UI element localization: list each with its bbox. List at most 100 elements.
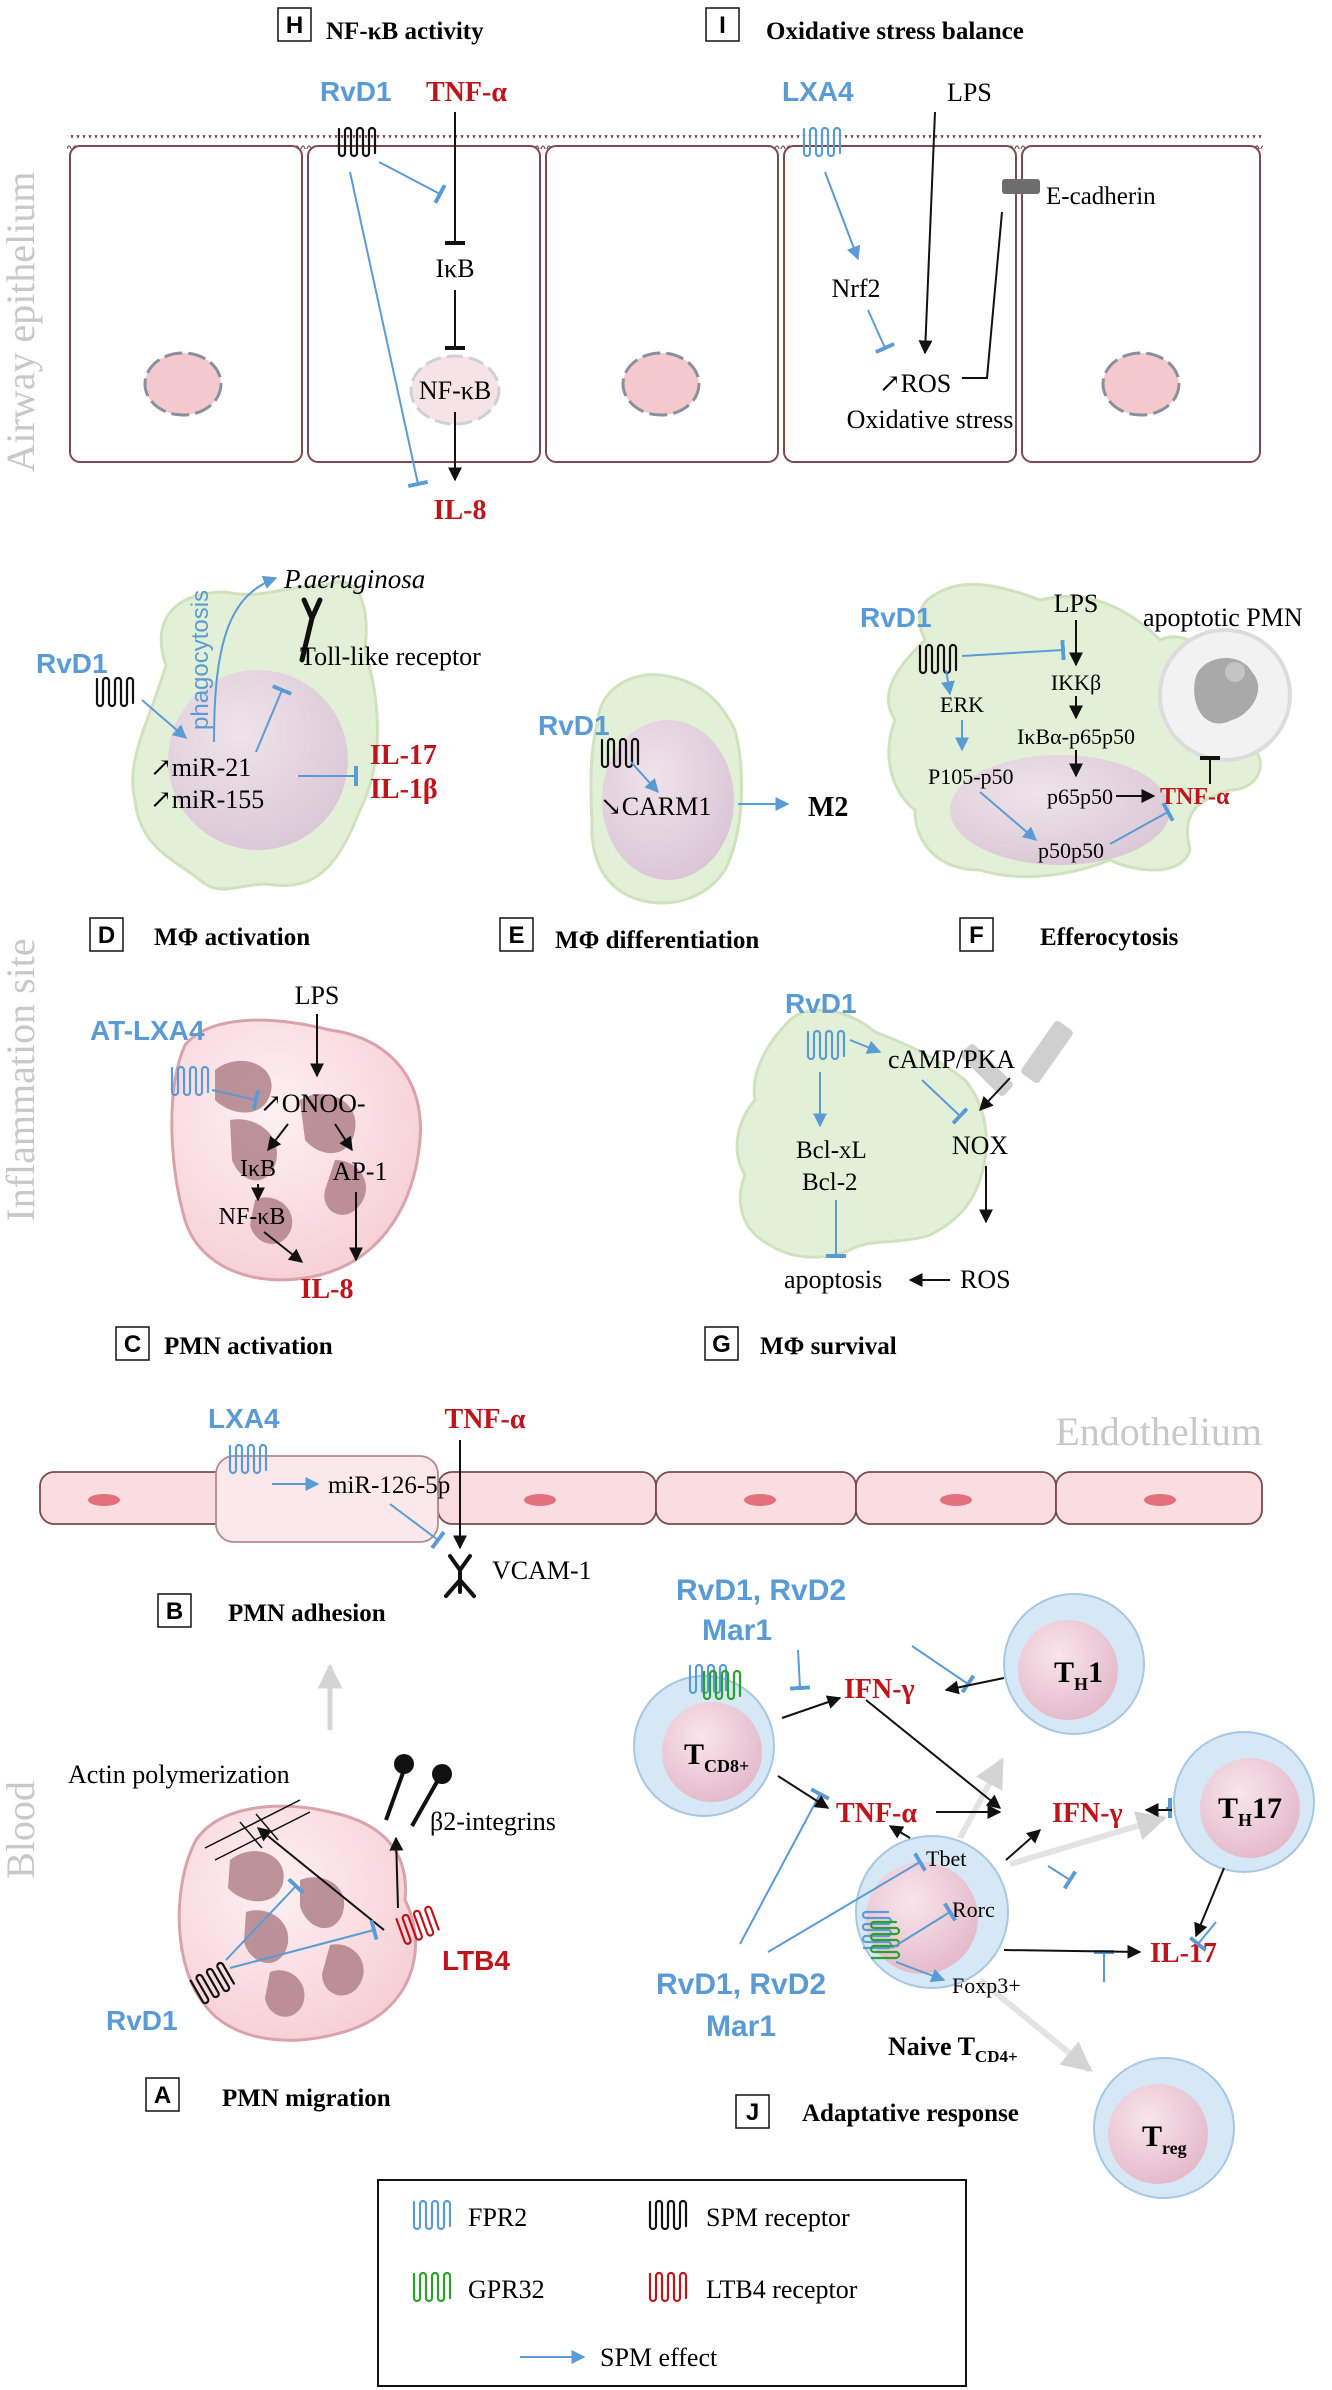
c-nfkb-label: NF-κB [219,1204,286,1230]
j-top-spm-line1: RvD1, RvD2 [676,1574,846,1607]
b-vcam1-icon [444,1554,476,1598]
panel-i-title: Oxidative stress balance [766,18,1024,45]
panel-a-title: PMN migration [222,2085,391,2112]
f-erk-label: ERK [940,692,984,717]
panel-h: H NF-κB activity RvD1 TNF-α IκB NF-κB IL… [277,7,507,526]
legend-spm-effect-label: SPM effect [600,2343,718,2372]
panel-j-title: Adaptative response [802,2100,1019,2127]
svg-text:Treg: Treg [1142,2120,1187,2158]
panel-i: I Oxidative stress balance LXA4 LPS E-ca… [705,7,1156,434]
j-tcd8-fpr2-icon [688,1663,728,1695]
f-p50p50-label: p50p50 [1038,838,1104,863]
panel-f: apoptotic PMN RvD1 LPS IKKβ IκBα-p65p50 … [860,582,1303,952]
treg-cell: Treg [1093,2057,1235,2199]
panel-h-title: NF-κB activity [326,18,484,45]
th1-sub: H [1074,1674,1088,1694]
tcd8-sub: CD8+ [704,1756,749,1776]
legend-gpr32-icon [412,2271,452,2303]
th17-sub: H [1238,1810,1252,1830]
j-ifng-top: IFN-γ [844,1674,915,1705]
treg-sub: reg [1162,2138,1187,2158]
panel-j: TH1 TCD8+ TH17 Treg RvD1, R [633,1574,1315,2199]
g-apoptosis-label: apoptosis [784,1265,882,1294]
panel-g-title: MΦ survival [760,1333,897,1360]
e-m2-label: M2 [808,792,848,823]
legend-fpr2-icon [412,2199,452,2231]
panel-d-title: MΦ activation [154,924,310,951]
j-naive-label: Naive T [888,2032,975,2061]
panel-d-letter: D [98,922,115,949]
c-ikb-label: IκB [240,1156,276,1182]
f-p65p50-label: p65p50 [1047,784,1113,809]
panel-g-letter: G [712,1331,731,1358]
f-spm-receptor-icon [918,643,958,675]
f-apoptotic-pmn-label: apoptotic PMN [1143,603,1303,632]
d-il1b-label: IL-1β [370,774,438,805]
a-actin-label: Actin polymerization [68,1760,290,1789]
a-ltb4-label: LTB4 [442,1945,510,1976]
panel-b: LXA4 miR-126-5p TNF-α VCAM-1 B PMN adhes… [157,1403,592,1628]
region-inflammation-label: Inflammation site [0,938,43,1221]
g-nox-complex-icon [961,1021,1073,1096]
panel-i-letter: I [719,12,726,39]
i-ecadherin-label: E-cadherin [1046,183,1156,210]
panel-f-title: Efferocytosis [1040,924,1179,951]
j-naive-gpr32-icon [869,1920,901,1960]
epithelial-cell-3 [545,145,779,463]
b-tnfa-label: TNF-α [445,1404,526,1435]
panel-d: RvD1 ↗miR-21 ↗miR-155 phagocytosis P.aer… [36,564,481,952]
d-paeruginosa-label: P.aeruginosa [283,564,425,594]
f-rvd1-label: RvD1 [860,602,932,633]
panel-f-letter: F [969,922,984,949]
epithelium [67,135,1263,463]
epithelial-nucleus-3 [621,351,701,417]
panel-e-title: MΦ differentiation [555,927,759,954]
region-endothelium-label: Endothelium [1055,1409,1262,1454]
panel-j-letter: J [746,2099,759,2126]
legend-ltb4-receptor-icon [648,2271,688,2303]
c-atlxa4-label: AT-LXA4 [90,1015,205,1046]
panel-e: RvD1 ↘CARM1 M2 E MΦ differentiation [499,673,848,954]
panel-g: RvD1 cAMP/PKA Bcl-xL Bcl-2 NOX apoptosis… [704,988,1073,1361]
region-airway-label: Airway epithelium [0,171,43,472]
d-phagocytosis-label: phagocytosis [187,590,214,730]
nfkb-nucleus [409,354,501,426]
f-p105-label: P105-p50 [928,764,1014,789]
svg-text:TH1: TH1 [1054,1656,1103,1694]
j-rorc: Rorc [952,1897,995,1922]
h-nfkb-label: NF-κB [419,376,491,405]
g-rvd1-label: RvD1 [785,988,857,1019]
i-oxidative-stress-label: Oxidative stress [847,405,1014,434]
f-nucleus [950,755,1170,865]
d-il17-label: IL-17 [370,740,437,771]
svg-text:Naive TCD4+: Naive TCD4+ [888,2032,1018,2066]
c-onoo-label: ↗ONOO- [260,1089,366,1118]
h-ikb-label: IκB [435,254,474,283]
d-spm-receptor-icon [95,676,135,708]
endothelial-cell-1 [39,1471,233,1525]
d-tlr-label: Toll-like receptor [300,642,481,671]
legend-ltb4-receptor-label: LTB4 receptor [706,2275,858,2304]
legend-fpr2-label: FPR2 [468,2203,527,2232]
a-rvd1-label: RvD1 [106,2005,178,2036]
panel-b-title: PMN adhesion [228,1600,386,1627]
i-ros-label: ↗ROS [879,369,951,398]
i-fpr2-receptor-icon [802,126,842,158]
epithelial-nucleus-5 [1101,351,1181,417]
panel-c-title: PMN activation [164,1333,333,1360]
th17-t: T [1218,1792,1238,1825]
d-rvd1-label: RvD1 [36,648,108,679]
j-tcd8-gpr32-icon [702,1669,742,1701]
d-toll-like-receptor-icon [299,597,323,663]
e-nucleus [602,720,734,880]
c-fpr2-receptor-icon [170,1065,210,1097]
panel-c-letter: C [124,1331,141,1358]
f-ikkb-label: IKKβ [1051,670,1101,695]
legend-gpr32-label: GPR32 [468,2275,545,2304]
g-fpr2-receptor-icon [806,1029,846,1061]
h-rvd1-label: RvD1 [320,76,392,107]
j-bottom-spm-line1: RvD1, RvD2 [656,1968,826,2001]
b-fpr2-receptor-icon [228,1443,268,1475]
a-b2-label: β2-integrins [430,1807,556,1836]
